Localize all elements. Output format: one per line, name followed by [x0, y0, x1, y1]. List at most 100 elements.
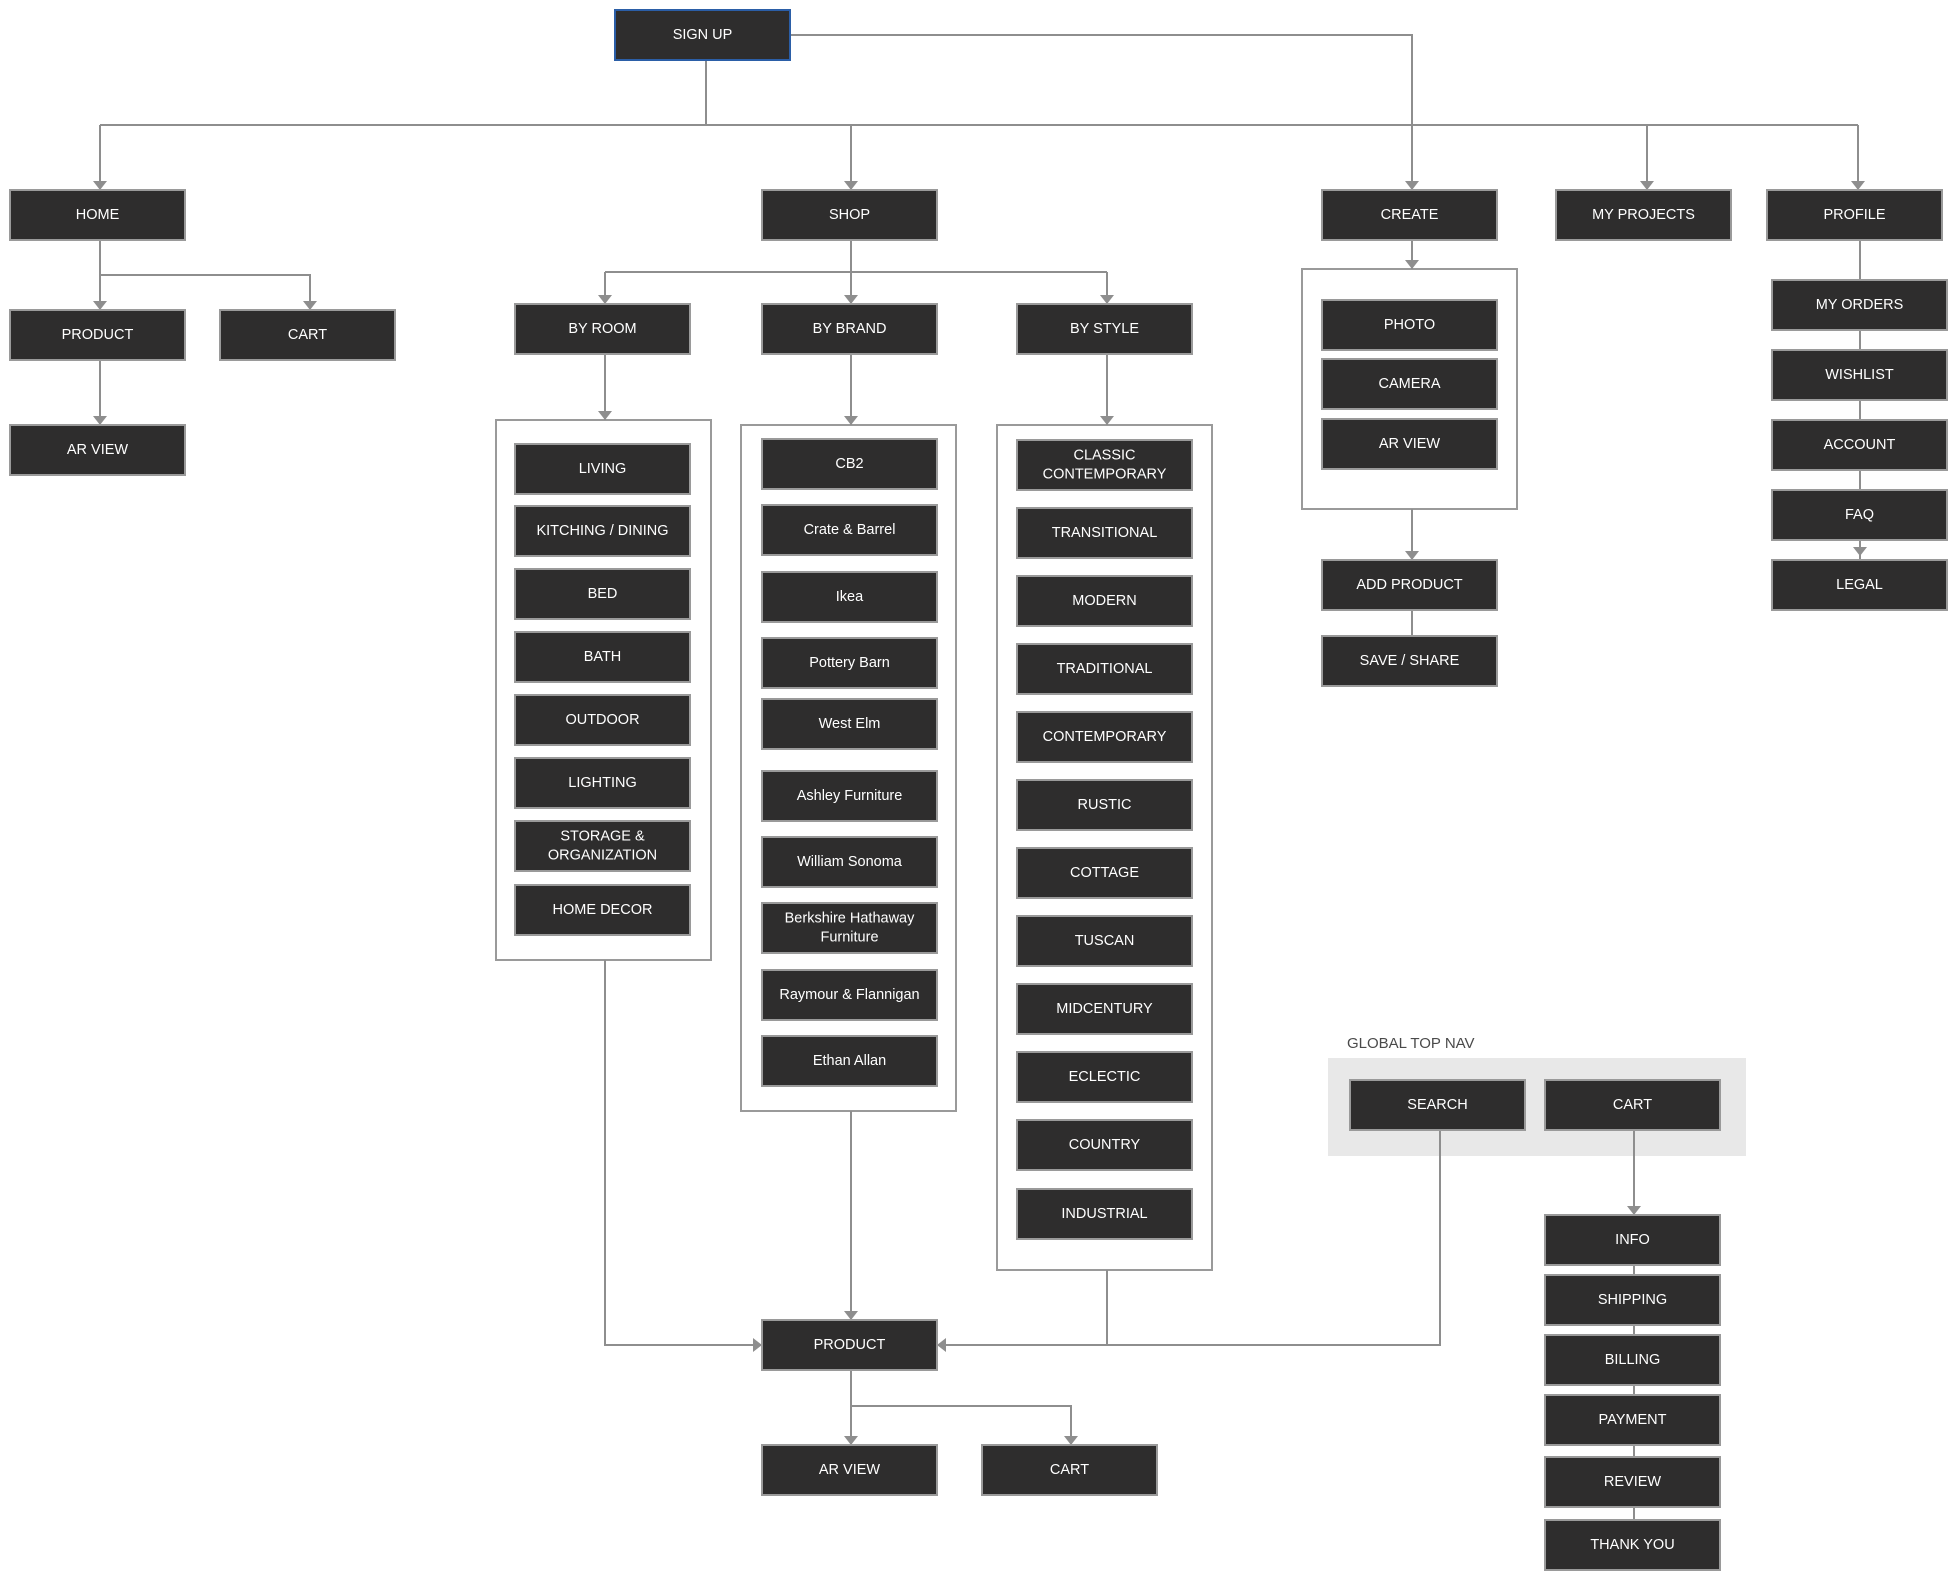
by-room-group	[495, 419, 712, 961]
signup-node[interactable]: SIGN UP	[614, 9, 791, 61]
create-node[interactable]: CREATE	[1321, 189, 1498, 241]
style-item-label: CONTEMPORARY	[1043, 729, 1167, 745]
edge-room-to-product-arrowhead	[753, 1338, 762, 1352]
room-item[interactable]: KITCHING / DINING	[514, 505, 691, 557]
profile-item[interactable]: MY ORDERS	[1771, 279, 1948, 331]
home-ar-view-node[interactable]: AR VIEW	[9, 424, 186, 476]
edge-to-shop-arrowhead	[844, 181, 858, 190]
edge-to-by-style-arrowhead	[1100, 295, 1114, 304]
search-node-label: SEARCH	[1407, 1097, 1467, 1113]
room-item[interactable]: BED	[514, 568, 691, 620]
style-item[interactable]: COTTAGE	[1016, 847, 1193, 899]
style-item[interactable]: TRADITIONAL	[1016, 643, 1193, 695]
nav-cart-node[interactable]: CART	[1544, 1079, 1721, 1131]
style-item[interactable]: MIDCENTURY	[1016, 983, 1193, 1035]
room-item[interactable]: LIGHTING	[514, 757, 691, 809]
product-ar-view-node[interactable]: AR VIEW	[761, 1444, 938, 1496]
home-product-node[interactable]: PRODUCT	[9, 309, 186, 361]
profile-item-label: ACCOUNT	[1824, 437, 1896, 453]
room-item-label: LIVING	[579, 461, 627, 477]
edge-product-to-cart	[851, 1405, 1072, 1445]
edge-home-to-cart-arrowhead	[303, 301, 317, 310]
edge-shop-trunk-arrowhead	[844, 295, 858, 304]
style-item[interactable]: ECLECTIC	[1016, 1051, 1193, 1103]
style-item[interactable]: MODERN	[1016, 575, 1193, 627]
profile-item-label: LEGAL	[1836, 577, 1883, 593]
brand-item[interactable]: Pottery Barn	[761, 637, 938, 689]
create-item[interactable]: PHOTO	[1321, 299, 1498, 351]
style-item[interactable]: CONTEMPORARY	[1016, 711, 1193, 763]
checkout-step[interactable]: REVIEW	[1544, 1456, 1721, 1508]
brand-item-label: Raymour & Flannigan	[779, 987, 919, 1003]
checkout-step-label: SHIPPING	[1598, 1292, 1667, 1308]
room-item-label: HOME DECOR	[553, 902, 653, 918]
add-product-node-label: ADD PRODUCT	[1356, 577, 1462, 593]
brand-item[interactable]: West Elm	[761, 698, 938, 750]
my-projects-node[interactable]: MY PROJECTS	[1555, 189, 1732, 241]
profile-node[interactable]: PROFILE	[1766, 189, 1943, 241]
by-style-node[interactable]: BY STYLE	[1016, 303, 1193, 355]
style-item[interactable]: TRANSITIONAL	[1016, 507, 1193, 559]
profile-item-label: WISHLIST	[1825, 367, 1894, 383]
home-cart-node[interactable]: CART	[219, 309, 396, 361]
edge-home-to-cart	[100, 274, 311, 310]
product-cart-node[interactable]: CART	[981, 1444, 1158, 1496]
brand-item[interactable]: Raymour & Flannigan	[761, 969, 938, 1021]
checkout-step[interactable]: SHIPPING	[1544, 1274, 1721, 1326]
brand-item[interactable]: Ikea	[761, 571, 938, 623]
room-item[interactable]: HOME DECOR	[514, 884, 691, 936]
save-share-node[interactable]: SAVE / SHARE	[1321, 635, 1498, 687]
style-item-label: TRANSITIONAL	[1052, 525, 1158, 541]
edge-search-to-product	[937, 1130, 1441, 1346]
profile-item[interactable]: WISHLIST	[1771, 349, 1948, 401]
profile-item[interactable]: LEGAL	[1771, 559, 1948, 611]
edge-room-to-product	[604, 960, 762, 1346]
home-node-label: HOME	[76, 207, 120, 223]
product-node-label: PRODUCT	[814, 1337, 886, 1353]
style-item[interactable]: COUNTRY	[1016, 1119, 1193, 1171]
profile-item[interactable]: FAQ	[1771, 489, 1948, 541]
search-node[interactable]: SEARCH	[1349, 1079, 1526, 1131]
checkout-step[interactable]: THANK YOU	[1544, 1519, 1721, 1571]
room-item[interactable]: LIVING	[514, 443, 691, 495]
create-item-label: CAMERA	[1378, 376, 1440, 392]
room-item[interactable]: OUTDOOR	[514, 694, 691, 746]
product-ar-view-node-label: AR VIEW	[819, 1462, 881, 1478]
create-item[interactable]: CAMERA	[1321, 358, 1498, 410]
room-item[interactable]: BATH	[514, 631, 691, 683]
create-item-label: PHOTO	[1384, 317, 1435, 333]
checkout-step[interactable]: BILLING	[1544, 1334, 1721, 1386]
create-item[interactable]: AR VIEW	[1321, 418, 1498, 470]
product-node[interactable]: PRODUCT	[761, 1319, 938, 1371]
checkout-step[interactable]: PAYMENT	[1544, 1394, 1721, 1446]
shop-node-label: SHOP	[829, 207, 870, 223]
by-brand-node[interactable]: BY BRAND	[761, 303, 938, 355]
edge-product-to-ar-arrowhead	[93, 416, 107, 425]
profile-item[interactable]: ACCOUNT	[1771, 419, 1948, 471]
brand-item[interactable]: Ashley Furniture	[761, 770, 938, 822]
brand-item[interactable]: CB2	[761, 438, 938, 490]
checkout-step[interactable]: INFO	[1544, 1214, 1721, 1266]
brand-item[interactable]: Ethan Allan	[761, 1035, 938, 1087]
room-item[interactable]: STORAGE &ORGANIZATION	[514, 820, 691, 872]
shop-node[interactable]: SHOP	[761, 189, 938, 241]
style-item-label: TUSCAN	[1075, 933, 1135, 949]
style-item[interactable]: INDUSTRIAL	[1016, 1188, 1193, 1240]
create-item-label: AR VIEW	[1379, 436, 1441, 452]
edge-to-my-projects-arrowhead	[1640, 181, 1654, 190]
checkout-step-label: REVIEW	[1604, 1474, 1662, 1490]
edge-to-home-arrowhead	[93, 181, 107, 190]
by-room-node[interactable]: BY ROOM	[514, 303, 691, 355]
home-node[interactable]: HOME	[9, 189, 186, 241]
brand-item[interactable]: William Sonoma	[761, 836, 938, 888]
product-cart-node-label: CART	[1050, 1462, 1089, 1478]
edge-by-room-to-list-arrowhead	[598, 411, 612, 420]
add-product-node[interactable]: ADD PRODUCT	[1321, 559, 1498, 611]
edge-product-to-ar-arrowhead	[844, 1436, 858, 1445]
style-item[interactable]: RUSTIC	[1016, 779, 1193, 831]
brand-item[interactable]: Crate & Barrel	[761, 504, 938, 556]
style-item[interactable]: TUSCAN	[1016, 915, 1193, 967]
brand-item-label: West Elm	[819, 716, 881, 732]
